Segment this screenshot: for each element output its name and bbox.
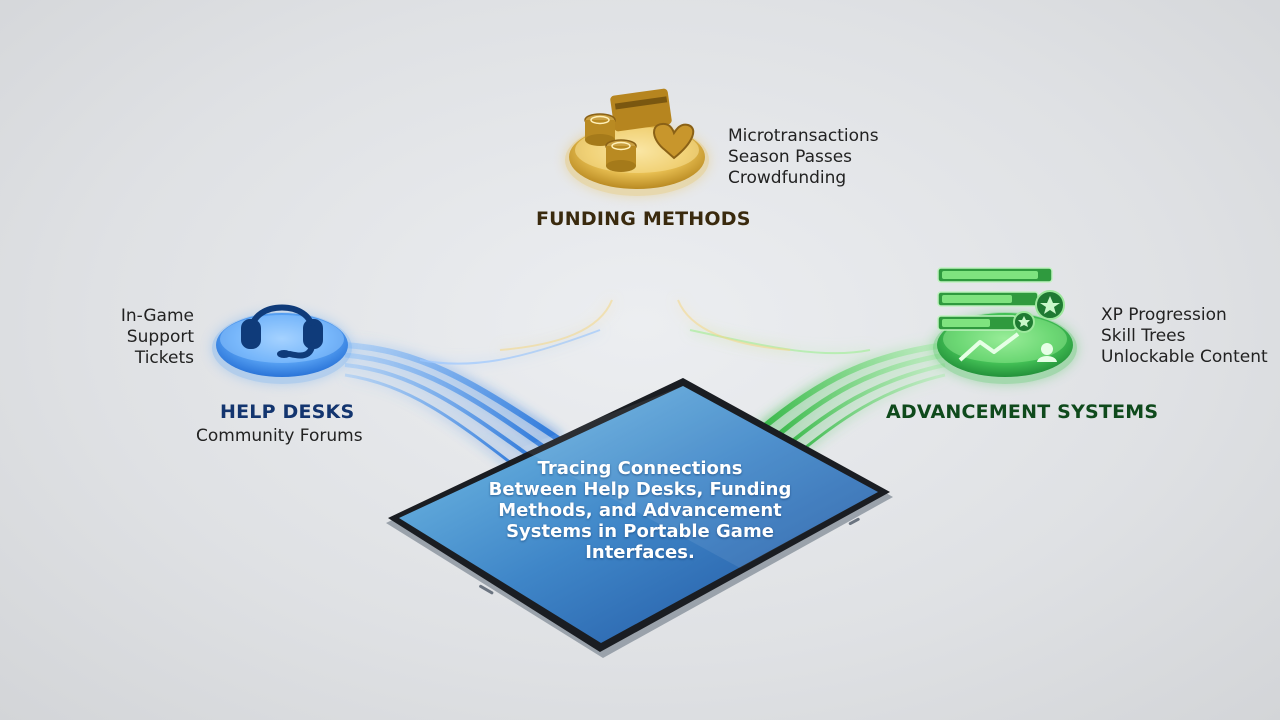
help-desk-item-community-forums: Community Forums bbox=[196, 426, 363, 446]
advancement-items: XP Progression Skill Trees Unlockable Co… bbox=[1101, 305, 1268, 368]
funding-item-microtransactions: Microtransactions bbox=[728, 126, 879, 146]
help-desk-items-left: In-Game Support Tickets bbox=[64, 306, 194, 369]
funding-item-season-passes: Season Passes bbox=[728, 147, 853, 167]
tablet-title-line-4: Systems in Portable Game bbox=[506, 521, 774, 542]
progress-bars-badge-icon bbox=[937, 267, 1065, 362]
advancement-item-unlockable-content: Unlockable Content bbox=[1101, 347, 1268, 367]
tablet-title-line-5: Interfaces. bbox=[585, 542, 695, 563]
tablet-title-line-1: Tracing Connections bbox=[537, 458, 743, 479]
advancement-stream bbox=[689, 329, 946, 457]
funding-stream bbox=[499, 195, 791, 410]
headset-icon bbox=[241, 304, 323, 359]
tablet-device bbox=[386, 378, 893, 658]
advancement-item-xp-progression: XP Progression bbox=[1101, 305, 1227, 325]
help-desk-item-in-game: In-Game bbox=[120, 306, 194, 326]
tablet-title-line-3: Methods, and Advancement bbox=[498, 500, 782, 521]
help-desks-title: HELP DESKS bbox=[220, 401, 355, 423]
advancement-systems-title: ADVANCEMENT SYSTEMS bbox=[886, 401, 1159, 423]
tablet-title-line-2: Between Help Desks, Funding bbox=[488, 479, 792, 500]
help-desk-item-support-tickets: Support Tickets bbox=[126, 327, 194, 368]
coins-card-heart-icon bbox=[584, 88, 695, 172]
tablet-title: Tracing Connections Between Help Desks, … bbox=[470, 458, 810, 563]
funding-methods-title: FUNDING METHODS bbox=[536, 208, 751, 230]
help-desk-platform bbox=[212, 312, 352, 384]
funding-item-crowdfunding: Crowdfunding bbox=[728, 168, 847, 188]
advancement-item-skill-trees: Skill Trees bbox=[1101, 326, 1186, 346]
help-desk-stream bbox=[344, 329, 601, 472]
funding-items: Microtransactions Season Passes Crowdfun… bbox=[728, 126, 879, 189]
